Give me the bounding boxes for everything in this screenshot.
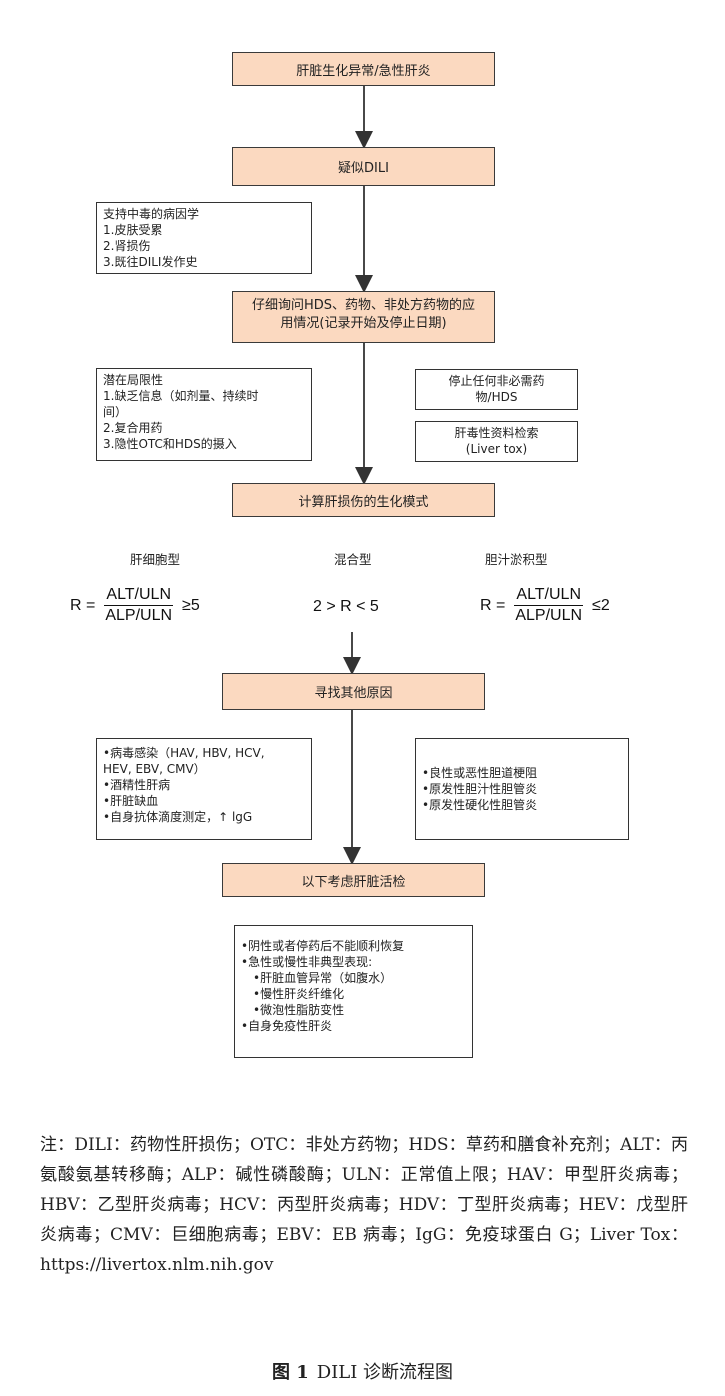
support-line: 1.皮肤受累 bbox=[103, 223, 163, 237]
biopsy-indications-box: •阴性或者停药后不能顺利恢复 •急性或慢性非典型表现: •肝脏血管异常（如腹水）… bbox=[234, 925, 473, 1058]
flow-step-label: 计算肝损伤的生化模式 bbox=[298, 494, 429, 510]
flow-step-other-causes: 寻找其他原因 bbox=[222, 673, 485, 710]
figure-title: DILI 诊断流程图 bbox=[316, 1362, 454, 1383]
limitations-line: 2.复合用药 bbox=[103, 421, 163, 435]
formula-condition: 2 > R < 5 bbox=[313, 598, 379, 615]
support-line: 支持中毒的病因学 bbox=[103, 207, 200, 221]
formula-cholestatic: R = ALT/ULN ALP/ULN ≤2 bbox=[480, 585, 610, 626]
cause-line: •病毒感染（HAV, HBV, HCV, bbox=[103, 746, 265, 760]
flow-step-label: 以下考虑肝脏活检 bbox=[301, 874, 406, 890]
biopsy-subline: •肝脏血管异常（如腹水） bbox=[253, 971, 393, 985]
flow-step-label: 用情况(记录开始及停止日期) bbox=[280, 316, 447, 331]
cholestatic-causes-box: •良性或恶性胆道梗阻 •原发性胆汁性胆管炎 •原发性硬化性胆管炎 bbox=[415, 738, 629, 840]
formula-denominator: ALP/ULN bbox=[105, 607, 173, 624]
formula-numerator: ALT/ULN bbox=[514, 585, 583, 606]
biopsy-subline: •微泡性脂肪变性 bbox=[253, 1003, 345, 1017]
abbreviation-note: 注：DILI：药物性肝损伤；OTC：非处方药物；HDS：草药和膳食补充剂；ALT… bbox=[40, 1135, 688, 1275]
cause-line: •酒精性肝病 bbox=[103, 778, 171, 792]
limitations-line: 间） bbox=[103, 405, 128, 419]
formula-fraction: ALT/ULN ALP/ULN bbox=[513, 585, 584, 626]
formula-r: R = bbox=[480, 596, 506, 614]
formula-condition: ≤2 bbox=[592, 596, 610, 614]
cause-line: •肝脏缺血 bbox=[103, 794, 159, 808]
figure-caption: 图 1 DILI 诊断流程图 bbox=[0, 1358, 725, 1384]
livertox-line: (Liver tox) bbox=[465, 442, 528, 456]
flow-step-history: 仔细询问HDS、药物、非处方药物的应 用情况(记录开始及停止日期) bbox=[232, 291, 495, 343]
support-etiology-box: 支持中毒的病因学 1.皮肤受累 2.肾损伤 3.既往DILI发作史 bbox=[96, 202, 312, 274]
formula-numerator: ALT/ULN bbox=[104, 585, 173, 606]
support-line: 2.肾损伤 bbox=[103, 239, 151, 253]
formula-r: R = bbox=[70, 596, 96, 614]
limitations-line: 1.缺乏信息（如剂量、持续时 bbox=[103, 389, 259, 403]
cause-line: HEV, EBV, CMV） bbox=[103, 762, 206, 776]
cause-line: •原发性胆汁性胆管炎 bbox=[422, 782, 538, 796]
formula-fraction: ALT/ULN ALP/ULN bbox=[103, 585, 174, 626]
biopsy-line: •急性或慢性非典型表现: bbox=[241, 955, 373, 969]
cause-line: •原发性硬化性胆管炎 bbox=[422, 798, 538, 812]
flow-step-biopsy: 以下考虑肝脏活检 bbox=[222, 863, 485, 897]
flow-step-label: 仔细询问HDS、药物、非处方药物的应 bbox=[251, 298, 476, 313]
formula-mixed: 2 > R < 5 bbox=[313, 598, 379, 616]
formula-denominator: ALP/ULN bbox=[515, 607, 583, 624]
pattern-hepatocellular-label: 肝细胞型 bbox=[130, 552, 181, 567]
flow-step-label: 寻找其他原因 bbox=[314, 686, 393, 701]
limitations-box: 潜在局限性 1.缺乏信息（如剂量、持续时 间） 2.复合用药 3.隐性OTC和H… bbox=[96, 368, 312, 461]
biopsy-line: •自身免疫性肝炎 bbox=[241, 1019, 333, 1033]
formula-condition: ≥5 bbox=[182, 596, 200, 614]
hepatocellular-causes-box: •病毒感染（HAV, HBV, HCV, HEV, EBV, CMV） •酒精性… bbox=[96, 738, 312, 840]
limitations-line: 3.隐性OTC和HDS的摄入 bbox=[103, 437, 237, 451]
flow-step-label: 肝脏生化异常/急性肝炎 bbox=[296, 63, 431, 79]
support-line: 3.既往DILI发作史 bbox=[103, 255, 198, 269]
stop-drugs-line: 物/HDS bbox=[475, 390, 518, 404]
flow-step-label: 疑似DILI bbox=[338, 161, 389, 176]
formula-hepatocellular: R = ALT/ULN ALP/ULN ≥5 bbox=[70, 585, 200, 626]
stop-drugs-line: 停止任何非必需药 bbox=[448, 374, 545, 388]
livertox-line: 肝毒性资料检索 bbox=[454, 426, 539, 440]
biopsy-subline: •慢性肝炎纤维化 bbox=[253, 987, 345, 1001]
stop-drugs-box: 停止任何非必需药 物/HDS bbox=[415, 369, 578, 410]
pattern-mixed-label: 混合型 bbox=[334, 552, 372, 567]
cause-line: •良性或恶性胆道梗阻 bbox=[422, 766, 538, 780]
pattern-cholestatic-label: 胆汁淤积型 bbox=[485, 552, 548, 567]
flow-step-pattern: 计算肝损伤的生化模式 bbox=[232, 483, 495, 517]
figure-label: 图 1 bbox=[271, 1362, 309, 1383]
biopsy-line: •阴性或者停药后不能顺利恢复 bbox=[241, 939, 405, 953]
limitations-line: 潜在局限性 bbox=[103, 373, 164, 387]
livertox-search-box: 肝毒性资料检索 (Liver tox) bbox=[415, 421, 578, 462]
flow-step-abnormal-liver: 肝脏生化异常/急性肝炎 bbox=[232, 52, 495, 86]
flow-step-suspect-dili: 疑似DILI bbox=[232, 147, 495, 186]
cause-line: •自身抗体滴度测定，↑ lgG bbox=[103, 810, 253, 824]
